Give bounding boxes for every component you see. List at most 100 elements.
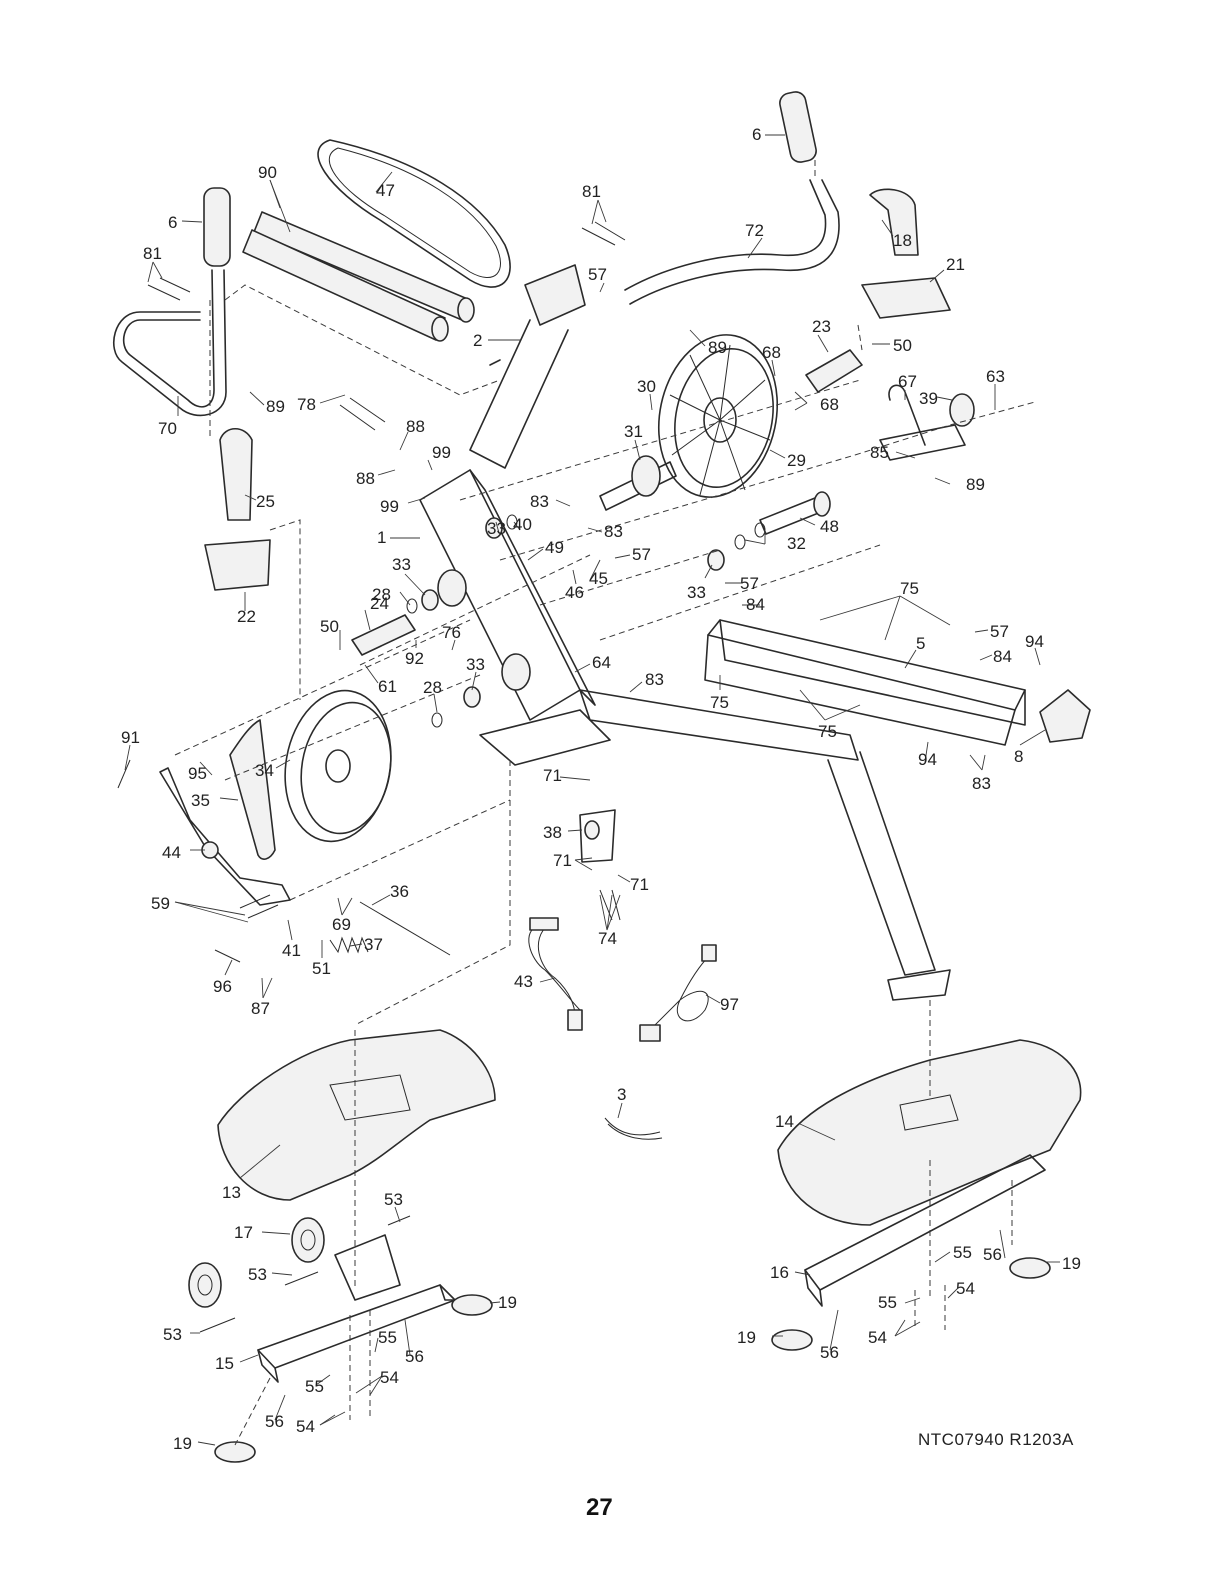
callout-64: 64	[592, 653, 611, 672]
part-rail-end-cap	[1039, 689, 1091, 743]
part-rear-stabilizer	[804, 1154, 1046, 1307]
callout-labels: 6 90 47 81 6 72 18 81 57 21 2 89 23 68 5…	[121, 125, 1081, 1453]
callout-71: 71	[630, 875, 649, 894]
part-wheels	[188, 1217, 325, 1308]
callout-95: 95	[188, 764, 207, 783]
callout-57: 57	[588, 265, 607, 284]
leader-lines	[124, 134, 1060, 1446]
callout-72: 72	[745, 221, 764, 240]
part-handle-grip-left	[203, 187, 231, 267]
callout-75: 75	[710, 693, 729, 712]
callout-34: 34	[255, 761, 274, 780]
part-foam-grips	[242, 211, 475, 342]
callout-99: 99	[432, 443, 451, 462]
callout-17: 17	[234, 1223, 253, 1242]
part-cable	[639, 944, 717, 1042]
callout-46: 46	[565, 583, 584, 602]
callout-37: 37	[364, 935, 383, 954]
callout-16: 16	[770, 1263, 789, 1282]
callout-13: 13	[222, 1183, 241, 1202]
callout-35: 35	[191, 791, 210, 810]
part-drive-belt	[317, 139, 511, 288]
callout-84: 84	[746, 595, 765, 614]
callout-53: 53	[163, 1325, 182, 1344]
callout-32: 32	[787, 534, 806, 553]
page-number: 27	[586, 1494, 613, 1521]
callout-6: 6	[168, 213, 177, 232]
callout-85: 85	[870, 443, 889, 462]
part-small-wire	[604, 1117, 663, 1140]
callout-8: 8	[1014, 747, 1023, 766]
callout-28: 28	[423, 678, 442, 697]
callout-39: 39	[919, 389, 938, 408]
callout-50: 50	[893, 336, 912, 355]
callout-99: 99	[380, 497, 399, 516]
callout-76: 76	[442, 623, 461, 642]
callout-97: 97	[720, 995, 739, 1014]
callout-56: 56	[820, 1343, 839, 1362]
callout-69: 69	[332, 915, 351, 934]
callout-40: 40	[513, 515, 532, 534]
part-right-handlebar	[624, 179, 840, 305]
callout-89: 89	[708, 338, 727, 357]
callout-75: 75	[900, 579, 919, 598]
callout-19: 19	[737, 1328, 756, 1347]
callout-54: 54	[956, 1279, 975, 1298]
part-shaft	[759, 491, 831, 535]
callout-90: 90	[258, 163, 277, 182]
part-right-pedal	[861, 188, 951, 319]
callout-24: 24	[370, 594, 389, 613]
part-fan-flywheel	[657, 334, 779, 498]
callout-94: 94	[918, 750, 937, 769]
part-crank-arm-left	[351, 614, 416, 656]
part-sensor-bracket	[579, 809, 616, 863]
callout-59: 59	[151, 894, 170, 913]
callout-31: 31	[624, 422, 643, 441]
callout-15: 15	[215, 1354, 234, 1373]
callout-57: 57	[632, 545, 651, 564]
callout-45: 45	[589, 569, 608, 588]
callout-63: 63	[986, 367, 1005, 386]
callout-23: 23	[812, 317, 831, 336]
callout-14: 14	[775, 1112, 794, 1131]
callout-71: 71	[553, 851, 572, 870]
callout-30: 30	[637, 377, 656, 396]
callout-57: 57	[740, 574, 759, 593]
callout-55: 55	[305, 1377, 324, 1396]
callout-56: 56	[405, 1347, 424, 1366]
callout-56: 56	[265, 1412, 284, 1431]
callout-87: 87	[251, 999, 270, 1018]
callout-56: 56	[983, 1245, 1002, 1264]
part-front-stabilizer	[257, 1234, 456, 1383]
part-rear-cover	[777, 1039, 1082, 1226]
callout-78: 78	[297, 395, 316, 414]
callout-55: 55	[953, 1243, 972, 1262]
part-upright-post	[469, 264, 586, 469]
callout-89: 89	[266, 397, 285, 416]
callout-88: 88	[406, 417, 425, 436]
callout-33: 33	[487, 519, 506, 538]
callout-19: 19	[498, 1293, 517, 1312]
callout-91: 91	[121, 728, 140, 747]
callout-81: 81	[582, 182, 601, 201]
part-fan-axle	[599, 455, 677, 511]
assembly-lines	[174, 160, 1036, 1446]
part-brake-pad	[229, 719, 276, 860]
callout-33: 33	[392, 555, 411, 574]
callout-6: 6	[752, 125, 761, 144]
callout-54: 54	[380, 1368, 399, 1387]
callout-57: 57	[990, 622, 1009, 641]
callout-48: 48	[820, 517, 839, 536]
callout-19: 19	[173, 1434, 192, 1453]
callout-18: 18	[893, 231, 912, 250]
callout-84: 84	[993, 647, 1012, 666]
callout-83: 83	[645, 670, 664, 689]
callout-89: 89	[966, 475, 985, 494]
callout-68: 68	[762, 343, 781, 362]
part-crank-arm-right	[805, 349, 863, 393]
document-code: NTC07940 R1203A	[918, 1430, 1074, 1449]
callout-83: 83	[604, 522, 623, 541]
callout-19: 19	[1062, 1254, 1081, 1273]
callout-74: 74	[598, 929, 617, 948]
callout-70: 70	[158, 419, 177, 438]
